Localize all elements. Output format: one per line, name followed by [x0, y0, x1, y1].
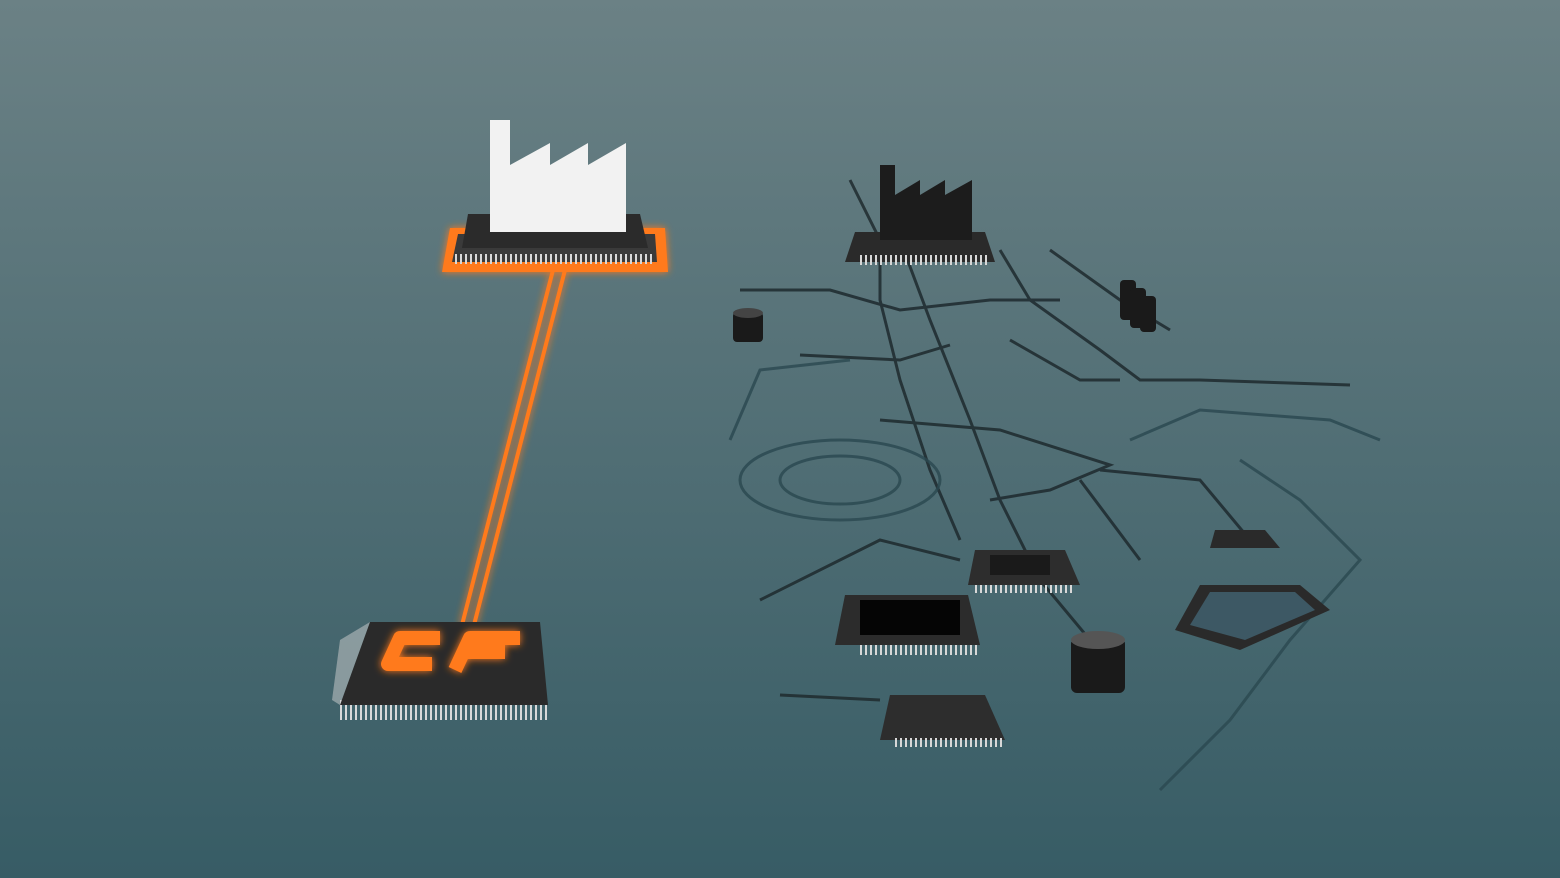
circuit-traces-faint — [728, 358, 1381, 792]
lit-factory-chip — [442, 120, 668, 272]
capacitors — [733, 280, 1156, 693]
factory-icon-dark — [880, 165, 972, 240]
factory-icon-white — [490, 120, 626, 232]
cf-logo — [381, 631, 520, 673]
circuit-traces — [740, 179, 1351, 702]
orange-connection-lines — [460, 269, 567, 626]
dark-factory-chip — [845, 165, 995, 265]
cf-logo-chip — [332, 622, 548, 720]
circuit-chips — [835, 530, 1330, 747]
